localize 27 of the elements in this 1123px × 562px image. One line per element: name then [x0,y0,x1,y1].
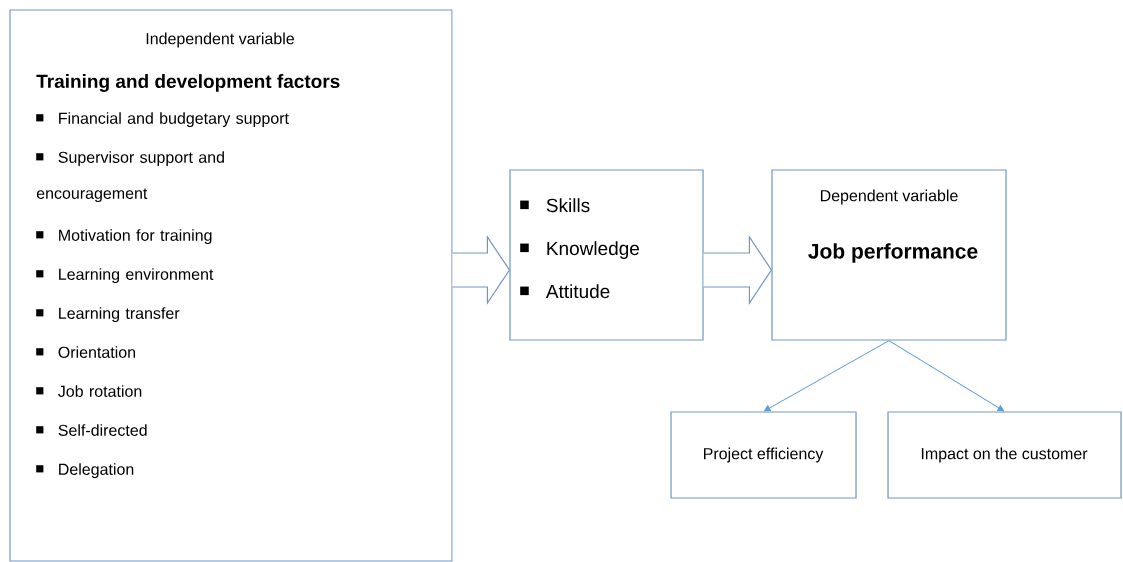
bullet-item: Self-directed [36,424,147,436]
block-arrow [703,235,773,305]
heading: Training and development factors [36,74,340,92]
text-box [9,9,453,562]
box-label: Impact on the customer [921,447,1088,463]
text-box [670,411,857,499]
heading: Job performance [808,243,978,263]
text-box [887,411,1122,499]
arrow [888,340,1005,412]
bullet-item: Motivation for training [36,229,212,245]
text-box [509,169,704,341]
bullet-item: Knowledge [520,241,639,259]
bullet-item: Attitude [520,284,610,299]
subheading: Dependent variable [820,189,958,205]
bullet-item: Learning environment [36,268,214,284]
subheading: Independent variable [146,32,294,48]
bullet-item: Orientation [36,346,135,358]
text-box [771,169,1007,341]
bullet-item: Skills [520,198,590,213]
bullet-item: Delegation [36,463,134,479]
bullet-item: Learning transfer [36,307,180,323]
arrow [764,340,890,412]
bullet-item: Financial and budgetary support [36,112,289,128]
block-arrow [452,235,511,305]
bullet-item: Job rotation [36,385,142,397]
box-label: Project efficiency [704,447,824,463]
bullet-item: Supervisor support and encouragement [36,151,224,203]
